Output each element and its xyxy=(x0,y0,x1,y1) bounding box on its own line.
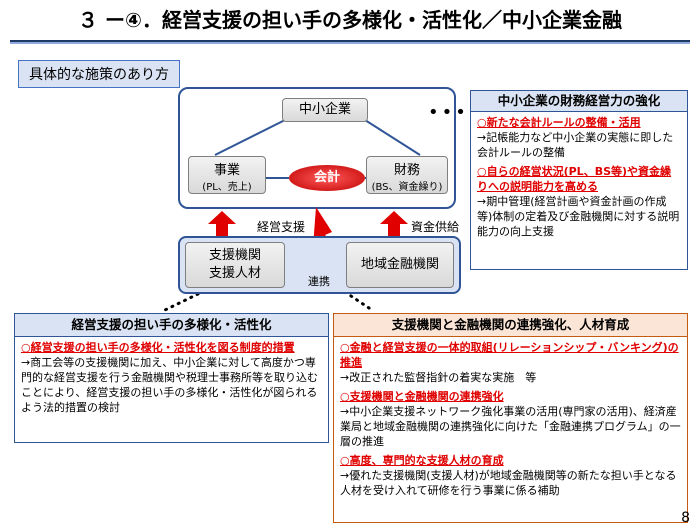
item-cooperation-strengthening-desc: →中小企業支援ネットワーク強化事業の活用(専門家の活用)、経済産業局と地域金融機… xyxy=(340,405,681,448)
management-support-label: 経営支援 xyxy=(257,220,306,234)
item-talent-development: ○高度、専門的な支援人材の育成 xyxy=(340,454,504,467)
item-new-accounting-rules: ○新たな会計ルールの整備・活用 xyxy=(477,116,641,129)
business-label: 事業 xyxy=(213,163,240,178)
finance-box: 財務 (BS、資金繰り) xyxy=(366,156,448,194)
item-institutional-measures-desc: →商工会等の支援機関に加え、中小企業に対して高度かつ専門的な経営支援を行う金融機… xyxy=(21,356,318,414)
item-relationship-banking-desc: →改正された監督指針の着実な実施 等 xyxy=(340,371,537,384)
business-sub-label: (PL、売上) xyxy=(202,182,252,193)
page-title: ３ ー④．経営支援の担い手の多様化・活性化／中小企業金融 xyxy=(78,8,622,32)
support-org-label: 支援機関 xyxy=(208,248,261,263)
item-cooperation-strengthening: ○支援機関と金融機関の連携強化 xyxy=(340,390,504,403)
item-talent-development-desc: →優れた支援機関(支援人材)が地域金融機関等の新たな担い手となる人材を受け入れて… xyxy=(340,469,677,497)
page-number: 8 xyxy=(681,510,690,526)
section-label: 具体的な施策のあり方 xyxy=(18,60,180,88)
arrow-management-support xyxy=(208,211,236,236)
panel-financial-management: 中小企業の財務経営力の強化 ○新たな会計ルールの整備・活用 →記帳能力など中小企… xyxy=(470,90,688,270)
panel-cooperation-hr-header: 支援機関と金融機関の連携強化、人材育成 xyxy=(334,314,687,337)
item-explanation-ability-desc: →期中管理(経営計画や資金計画の作成等)体制の定着及び金融機関に対する説明能力の… xyxy=(477,195,680,238)
arrow-fund-supply xyxy=(380,211,408,236)
cooperation-label: 連携 xyxy=(308,275,330,288)
fund-supply-label: 資金供給 xyxy=(411,220,460,234)
regional-bank-box: 地域金融機関 xyxy=(346,242,454,288)
accounting-ellipse: 会計 xyxy=(289,165,365,191)
sme-box: 中小企業 xyxy=(282,98,368,122)
finance-sub-label: (BS、資金繰り) xyxy=(371,182,443,193)
support-org-box: 支援機関 支援人材 xyxy=(185,242,285,288)
panel-support-diversification-header: 経営支援の担い手の多様化・活性化 xyxy=(15,314,328,337)
business-box: 事業 (PL、売上) xyxy=(188,156,266,194)
sme-label: 中小企業 xyxy=(298,102,351,117)
regional-bank-label: 地域金融機関 xyxy=(360,257,439,272)
panel-financial-management-header: 中小企業の財務経営力の強化 xyxy=(471,91,687,112)
item-explanation-ability: ○自らの経営状況(PL、BS等)や資金繰りへの説明能力を高める xyxy=(477,165,672,193)
support-person-label: 支援人材 xyxy=(208,266,261,281)
panel-cooperation-hr: 支援機関と金融機関の連携強化、人材育成 ○金融と経営支援の一体的取組(リレーショ… xyxy=(333,313,688,523)
item-relationship-banking: ○金融と経営支援の一体的取組(リレーションシップ・バンキング)の推進 xyxy=(340,341,679,369)
finance-label: 財務 xyxy=(393,163,420,178)
dotted-leader-right: •••• xyxy=(428,102,483,123)
title-underline xyxy=(10,40,690,44)
item-new-accounting-rules-desc: →記帳能力など中小企業の実態に即した会計ルールの整備 xyxy=(477,131,674,159)
item-institutional-measures: ○経営支援の担い手の多様化・活性化を図る制度的措置 xyxy=(21,341,295,354)
panel-support-diversification: 経営支援の担い手の多様化・活性化 ○経営支援の担い手の多様化・活性化を図る制度的… xyxy=(14,313,329,443)
